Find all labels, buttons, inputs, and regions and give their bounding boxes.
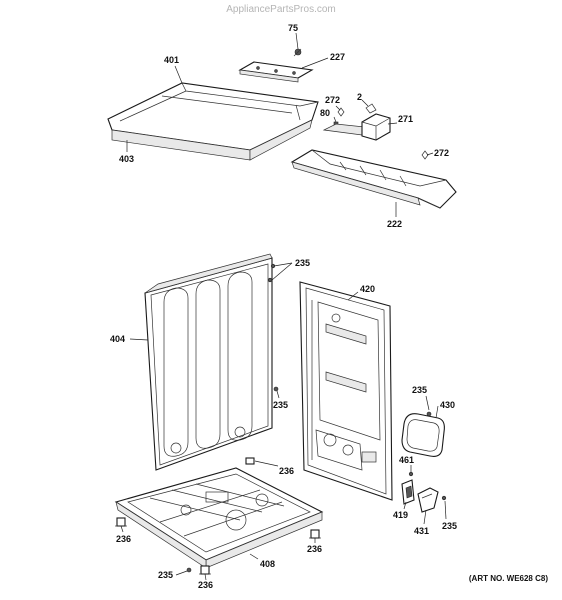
- part-labels: 75 227 401 403 2 272 80 271 272 222 235 …: [110, 23, 457, 590]
- label-75: 75: [288, 23, 298, 33]
- front-brace-part-222[interactable]: [290, 149, 457, 209]
- label-222: 222: [387, 219, 402, 229]
- screw-part-235-bracket[interactable]: [441, 495, 447, 501]
- screw-part-461[interactable]: [408, 471, 414, 477]
- label-235-cover: 235: [412, 385, 427, 395]
- label-461: 461: [399, 455, 414, 465]
- screw-part-75[interactable]: [293, 48, 302, 57]
- label-236-center: 236: [279, 466, 294, 476]
- label-236-right: 236: [307, 544, 322, 554]
- label-401: 401: [164, 55, 179, 65]
- label-236-front: 236: [198, 580, 213, 590]
- rear-panel-part-420[interactable]: [299, 281, 393, 501]
- label-236-left: 236: [116, 534, 131, 544]
- bracket-part-271[interactable]: [322, 113, 391, 141]
- label-235-bracket: 235: [442, 521, 457, 531]
- leveling-leg-part-236-left[interactable]: [115, 517, 127, 527]
- leveling-leg-part-236-center[interactable]: [245, 457, 255, 465]
- label-80: 80: [320, 108, 330, 118]
- label-430: 430: [440, 400, 455, 410]
- bracket-part-419[interactable]: [401, 479, 415, 505]
- label-235-side: 235: [273, 400, 288, 410]
- side-panel-part-404[interactable]: [144, 253, 273, 471]
- leader-lines: [120, 32, 447, 581]
- screw-part-235-side[interactable]: [273, 386, 279, 392]
- label-404: 404: [110, 334, 125, 344]
- watermark: AppliancePartsPros.com: [226, 4, 336, 15]
- bracket-part-227[interactable]: [238, 61, 314, 83]
- leveling-leg-part-236-front[interactable]: [199, 565, 211, 575]
- leveling-leg-part-236-right[interactable]: [309, 529, 321, 539]
- part-2[interactable]: [365, 103, 377, 114]
- screw-part-235-base[interactable]: [186, 567, 192, 573]
- label-235-base: 235: [158, 570, 173, 580]
- label-403: 403: [119, 154, 134, 164]
- label-419: 419: [393, 510, 408, 520]
- top-panel-part-401[interactable]: [107, 82, 319, 161]
- label-272-upper: 272: [325, 95, 340, 105]
- art-number: (ART NO. WE628 C8): [468, 574, 548, 583]
- label-408: 408: [260, 559, 275, 569]
- label-235-top: 235: [295, 258, 310, 268]
- label-420: 420: [360, 284, 375, 294]
- bracket-part-431[interactable]: [417, 487, 439, 513]
- label-272-right: 272: [434, 148, 449, 158]
- base-part-408[interactable]: [114, 467, 324, 569]
- label-227: 227: [330, 52, 345, 62]
- label-271: 271: [398, 114, 413, 124]
- label-2: 2: [357, 92, 362, 102]
- clip-part-272-upper[interactable]: [337, 107, 345, 117]
- label-431: 431: [414, 526, 429, 536]
- access-cover-part-430[interactable]: [401, 413, 445, 457]
